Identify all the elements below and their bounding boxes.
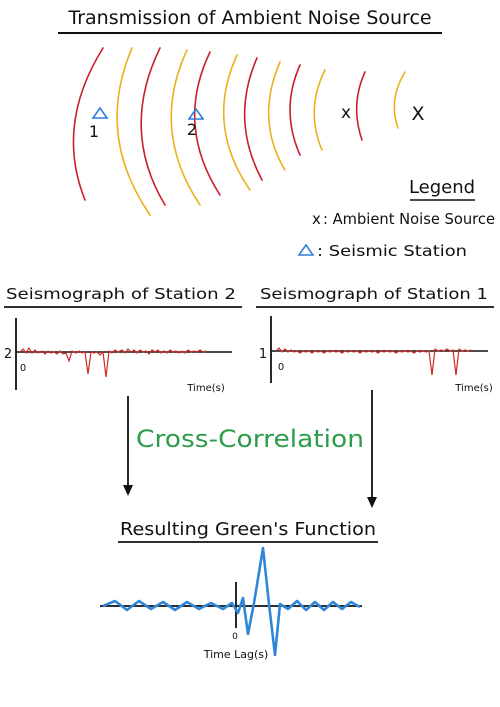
seismograph-right-origin: 0 — [278, 362, 284, 373]
noise-source-2: X — [411, 103, 424, 125]
wavefronts — [72, 47, 406, 216]
wavefront-yellow — [393, 71, 406, 129]
wavefront-yellow — [116, 47, 151, 216]
arrow-down-icon — [123, 485, 133, 496]
seismograph-right-title: Seismograph of Station 1 — [260, 285, 488, 303]
wavefront-red — [243, 57, 263, 181]
noise-source-1: x — [341, 103, 351, 123]
seismograph-left-origin: 0 — [20, 363, 26, 374]
result-title: Resulting Green's Function — [120, 519, 376, 540]
wavefront-yellow — [170, 49, 201, 206]
station-1-triangle-icon — [91, 106, 109, 119]
arrow-down-icon — [367, 497, 377, 508]
seismograph-right-trace — [275, 347, 472, 376]
wavefront-red — [140, 47, 166, 206]
station-2-triangle-icon — [187, 107, 205, 120]
legend-x-symbol-icon: x — [312, 210, 321, 228]
wavefront-red — [355, 71, 366, 141]
seismograph-left-title: Seismograph of Station 2 — [6, 285, 236, 303]
result-origin: 0 — [232, 632, 238, 642]
station-1-label: 1 — [89, 122, 99, 141]
station-2-label: 2 — [187, 120, 197, 139]
legend-item-noise-source: : Ambient Noise Source — [323, 210, 495, 228]
diagram-title: Transmission of Ambient Noise Source — [67, 7, 431, 29]
legend-triangle-icon — [297, 243, 315, 256]
process-label: Cross-Correlation — [136, 425, 364, 453]
wavefront-yellow — [267, 61, 286, 171]
seismograph-right-xlabel: Time(s) — [454, 383, 493, 394]
seismograph-right-trace-label: 1 — [259, 347, 267, 362]
wavefront-yellow — [313, 69, 326, 151]
seismograph-left-xlabel: Time(s) — [186, 383, 225, 394]
legend-item-seismic-station: : Seismic Station — [317, 242, 467, 260]
wavefront-red — [72, 47, 104, 201]
wavefront-yellow — [222, 54, 251, 191]
wavefront-red — [289, 64, 301, 156]
seismograph-left-trace-label: 2 — [4, 347, 12, 362]
greens-function-trace — [102, 546, 361, 657]
seismograph-left-trace — [19, 346, 207, 378]
result-xlabel: Time Lag(s) — [203, 648, 269, 661]
wavefront-red — [193, 51, 221, 196]
legend-title: Legend — [409, 177, 475, 198]
